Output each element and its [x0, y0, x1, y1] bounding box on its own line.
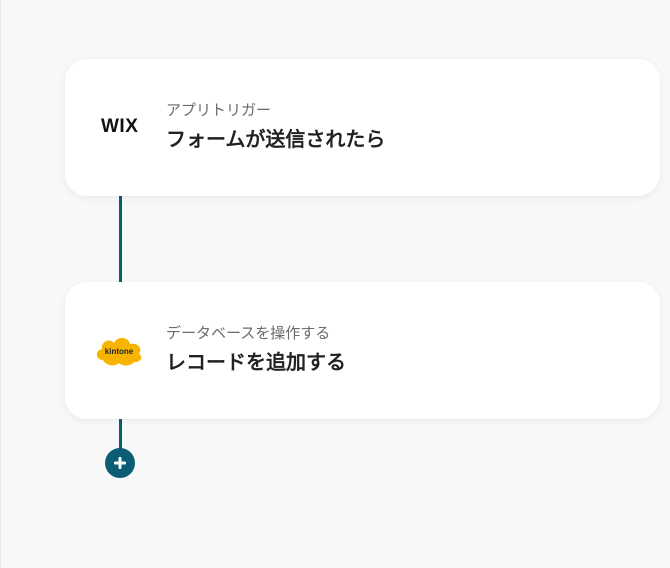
add-step-button[interactable] [105, 448, 135, 478]
action-step-title: レコードを追加する [166, 350, 346, 374]
flow-connector-line [119, 418, 122, 450]
action-step-type: データベースを操作する [166, 324, 331, 342]
trigger-step-type: アプリトリガー [166, 101, 272, 119]
canvas-left-border [0, 0, 1, 568]
action-step-card[interactable]: kintone データベースを操作する レコードを追加する [65, 282, 660, 419]
trigger-step-card[interactable]: WIX アプリトリガー フォームが送信されたら [65, 59, 660, 196]
kintone-logo-icon: kintone [93, 330, 149, 370]
wix-logo-text: WIX [101, 116, 139, 137]
plus-icon [114, 457, 126, 469]
wix-logo-icon: WIX [93, 107, 149, 147]
kintone-logo-text: kintone [105, 347, 134, 356]
trigger-step-title: フォームが送信されたら [166, 127, 386, 151]
kintone-cloud-icon: kintone [96, 337, 142, 366]
flow-connector-line [119, 196, 122, 282]
